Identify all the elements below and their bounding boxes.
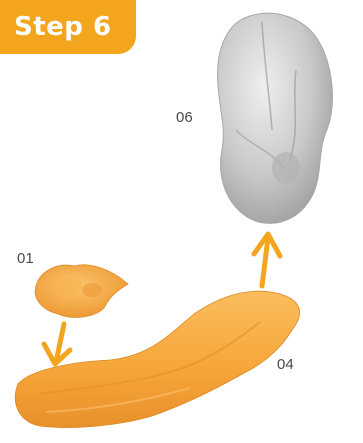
part-01-shape: [35, 265, 128, 318]
arrow-up-icon: [254, 234, 280, 286]
part-06-label: 06: [176, 109, 193, 126]
part-06-shape: [218, 13, 333, 223]
part-01-label: 01: [17, 250, 34, 267]
part-04-label: 04: [277, 356, 294, 373]
arrow-down-icon: [44, 324, 70, 364]
